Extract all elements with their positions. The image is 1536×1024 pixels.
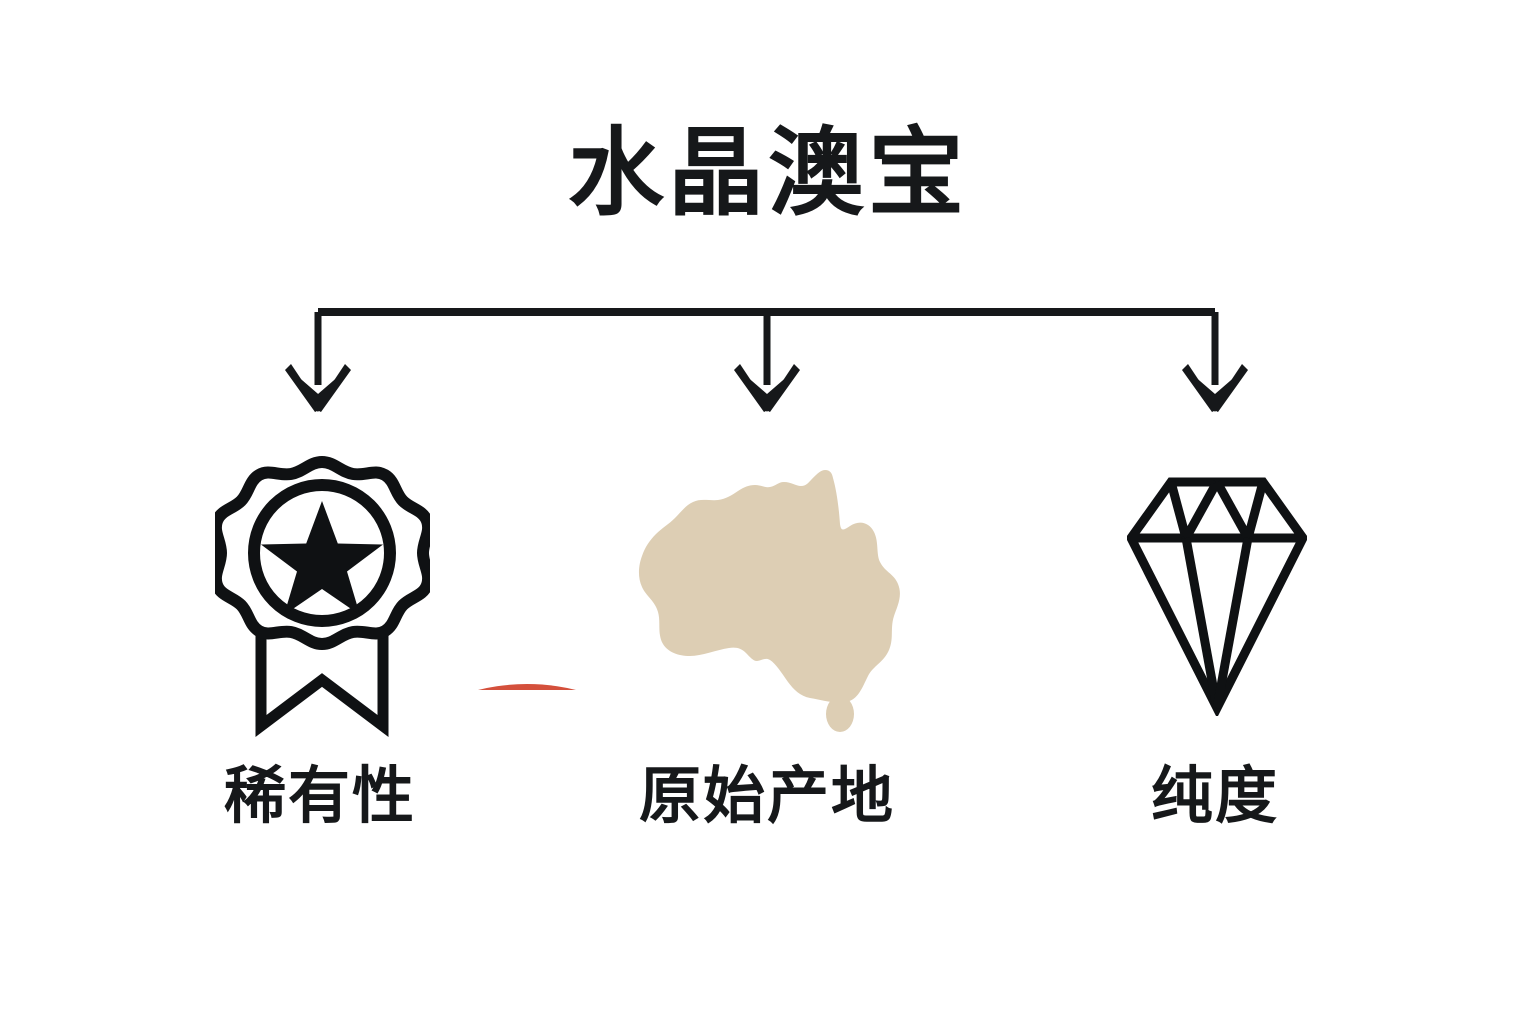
diamond-icon xyxy=(1127,476,1307,716)
branch-origin[interactable]: 原始产地 xyxy=(602,440,932,860)
branch-purity-label: 纯度 xyxy=(1150,762,1279,831)
arrowhead-left xyxy=(285,364,351,412)
rainbow-icon xyxy=(447,560,607,690)
page-title: 水晶澳宝 xyxy=(568,120,968,227)
branch-purity[interactable]: 纯度 xyxy=(1050,440,1380,860)
arrowhead-middle xyxy=(734,364,800,412)
branch-rarity[interactable]: 稀有性 xyxy=(155,440,604,860)
branch-origin-label: 原始产地 xyxy=(638,762,895,831)
branch-purity-icons xyxy=(1050,440,1380,740)
australia-map-icon xyxy=(628,460,913,740)
award-badge-icon xyxy=(215,448,430,738)
branch-rarity-icons xyxy=(155,440,604,740)
arrowhead-right xyxy=(1182,364,1248,412)
branch-rarity-label: 稀有性 xyxy=(223,762,416,831)
branch-origin-icons xyxy=(602,440,932,740)
